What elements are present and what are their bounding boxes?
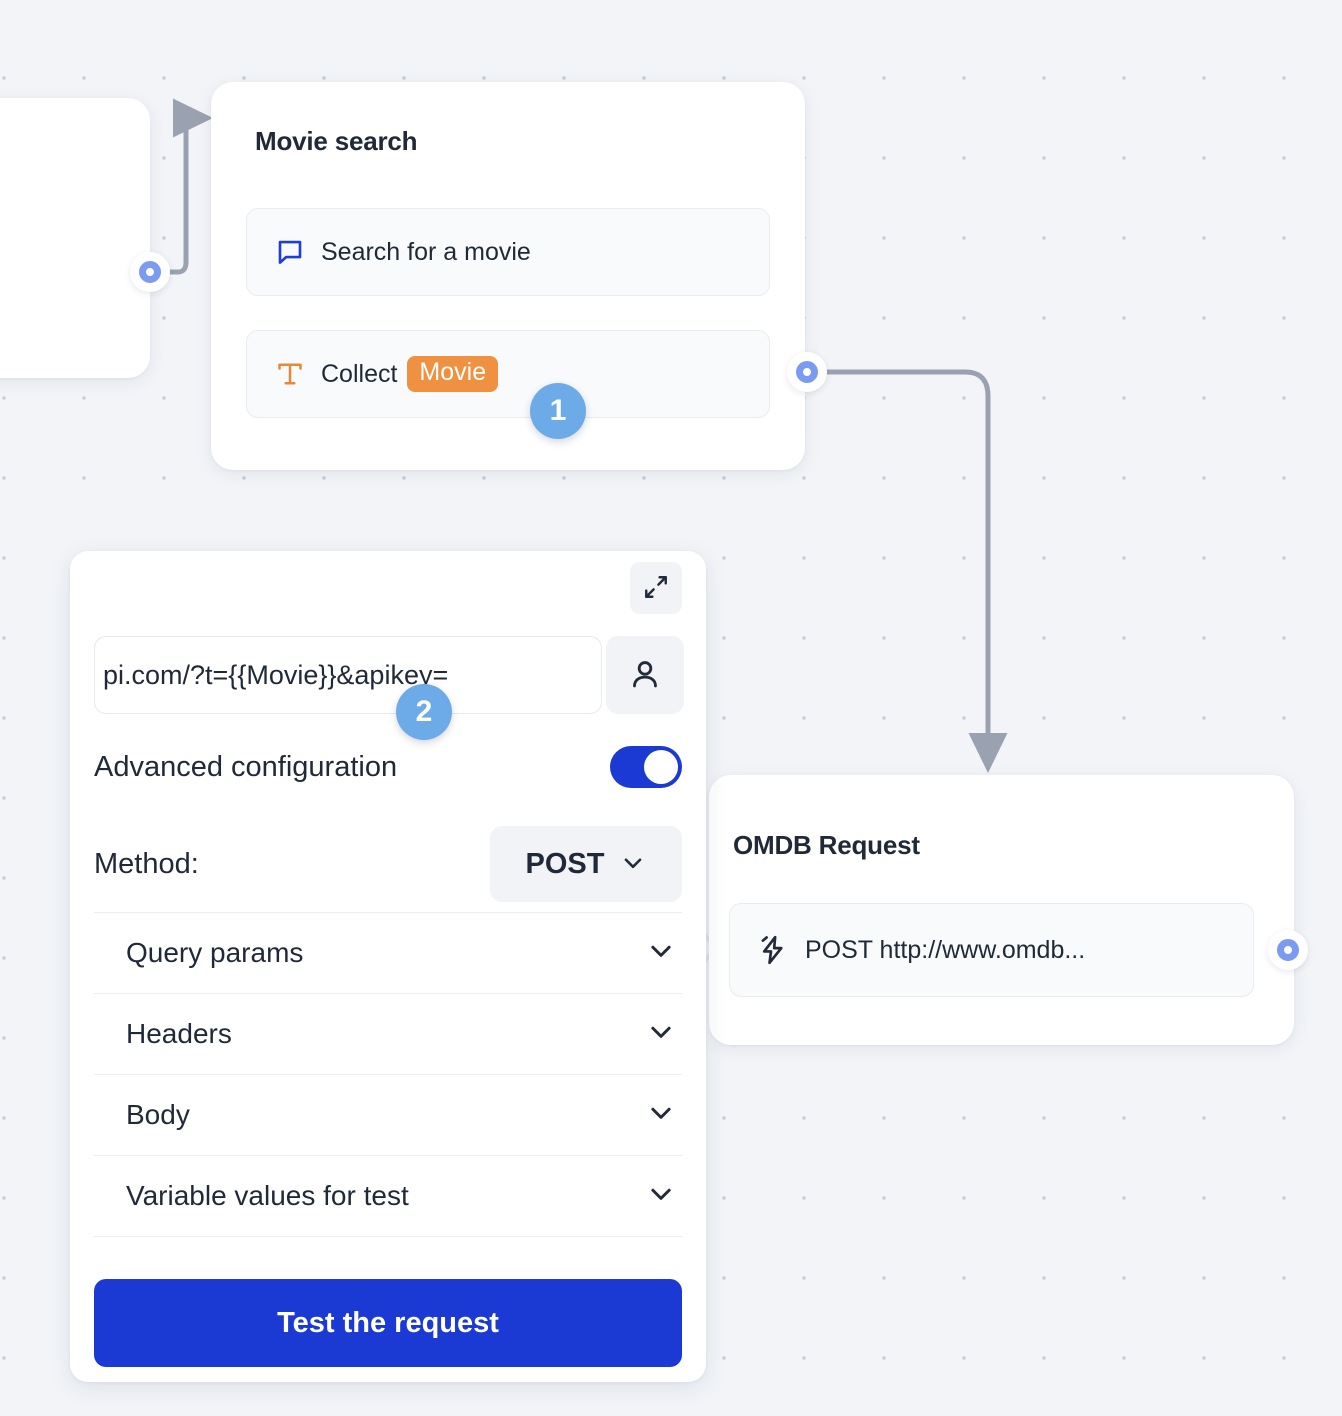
speech-bubble-icon [275,237,305,267]
step-badge-2: 2 [396,684,452,740]
expand-panel-button[interactable] [630,562,682,614]
accordion-label: Headers [126,1018,232,1049]
node-row-omdb-post[interactable]: POST http://www.omdb... [729,903,1254,997]
request-sections-accordion: Query params Headers Body Variable value… [94,912,682,1237]
test-the-request-button[interactable]: Test the request [94,1279,682,1367]
variable-chip-movie[interactable]: Movie [407,356,499,392]
method-select[interactable]: POST [490,826,682,902]
request-url-input[interactable] [94,636,602,714]
expand-diagonal-icon [643,574,669,603]
chevron-down-icon[interactable] [646,1017,676,1052]
advanced-configuration-label: Advanced configuration [94,750,398,783]
lightning-bolt-icon [757,934,789,966]
node-row-collect-label: Collect Movie [321,356,499,392]
port-partial-node-output[interactable] [130,252,170,292]
port-omdb-request-output[interactable] [1268,930,1308,970]
step-badge-1: 1 [530,383,586,439]
accordion-label: Variable values for test [126,1180,409,1211]
chevron-down-icon[interactable] [646,1098,676,1133]
url-row [94,636,684,714]
node-movie-search[interactable]: Movie search Search for a movie Collect … [211,82,805,470]
accordion-item-variable-values-for-test[interactable]: Variable values for test [94,1156,682,1237]
node-omdb-title: OMDB Request [733,830,920,860]
advanced-configuration-toggle[interactable] [610,746,682,788]
toggle-knob [644,750,678,784]
node-movie-search-title: Movie search [255,126,418,156]
port-movie-search-output[interactable] [787,352,827,392]
text-t-icon [275,359,305,389]
node-row-collect-text: Collect [321,359,398,388]
node-row-search-label: Search for a movie [321,237,531,266]
partial-node-card[interactable] [0,98,150,378]
node-row-search-for-a-movie[interactable]: Search for a movie [246,208,770,296]
user-icon [628,657,662,694]
accordion-item-headers[interactable]: Headers [94,994,682,1075]
method-row: Method: POST [94,826,682,902]
request-config-panel[interactable]: Advanced configuration Method: POST Quer… [70,551,706,1382]
chevron-down-icon[interactable] [646,936,676,971]
method-selected-value: POST [525,847,605,880]
accordion-item-query-params[interactable]: Query params [94,913,682,994]
method-label: Method: [94,847,199,880]
accordion-label: Body [126,1099,190,1130]
node-row-omdb-label: POST http://www.omdb... [805,935,1086,964]
auth-user-button[interactable] [606,636,684,714]
accordion-item-body[interactable]: Body [94,1075,682,1156]
accordion-label: Query params [126,937,304,968]
advanced-configuration-row: Advanced configuration [94,746,682,788]
node-omdb-request[interactable]: OMDB Request POST http://www.omdb... [709,775,1294,1045]
node-row-collect-movie[interactable]: Collect Movie [246,330,770,418]
chevron-down-icon [620,850,646,879]
chevron-down-icon[interactable] [646,1179,676,1214]
